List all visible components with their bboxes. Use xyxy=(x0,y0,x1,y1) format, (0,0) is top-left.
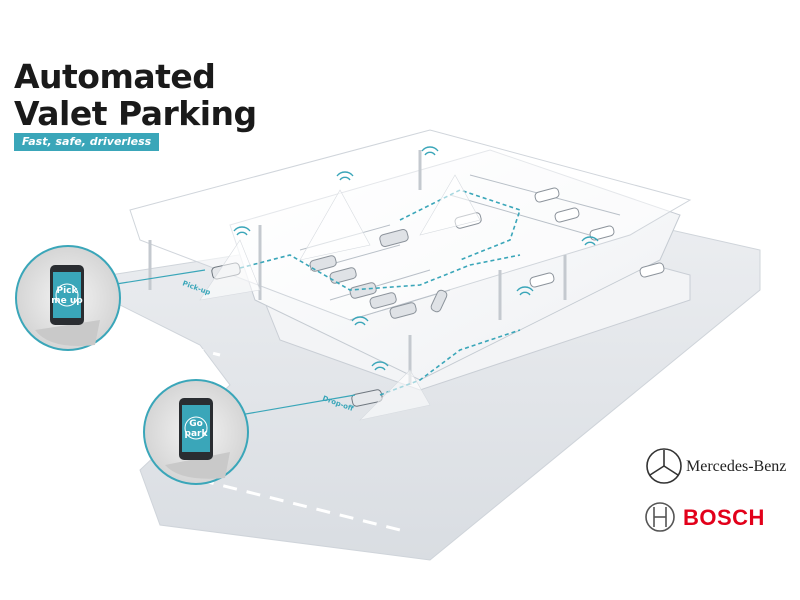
park-phone-line1: Go xyxy=(189,419,203,429)
park-phone-callout: Go park xyxy=(143,379,249,485)
phone-connection-lines xyxy=(109,269,356,416)
mercedes-benz-wordmark: Mercedes-Benz xyxy=(686,458,787,475)
pickup-phone-callout: Pick me up xyxy=(15,245,121,351)
title-line-1: Automated xyxy=(14,57,216,96)
mercedes-star-icon xyxy=(646,448,682,484)
bosch-wordmark: BOSCH xyxy=(683,505,765,530)
bosch-armature-icon xyxy=(645,502,675,532)
road-markings xyxy=(119,328,401,532)
sensor-beams xyxy=(199,174,481,421)
pickup-phone-line1: Pick xyxy=(56,286,78,296)
diagram-title: Automated Valet Parking xyxy=(14,58,257,132)
pickup-phone-line2: me up xyxy=(51,296,83,306)
subtitle-badge: Fast, safe, driverless xyxy=(14,133,160,151)
upper-canopy xyxy=(129,129,692,321)
park-phone-line2: park xyxy=(185,429,209,439)
title-line-2: Valet Parking xyxy=(14,94,257,133)
